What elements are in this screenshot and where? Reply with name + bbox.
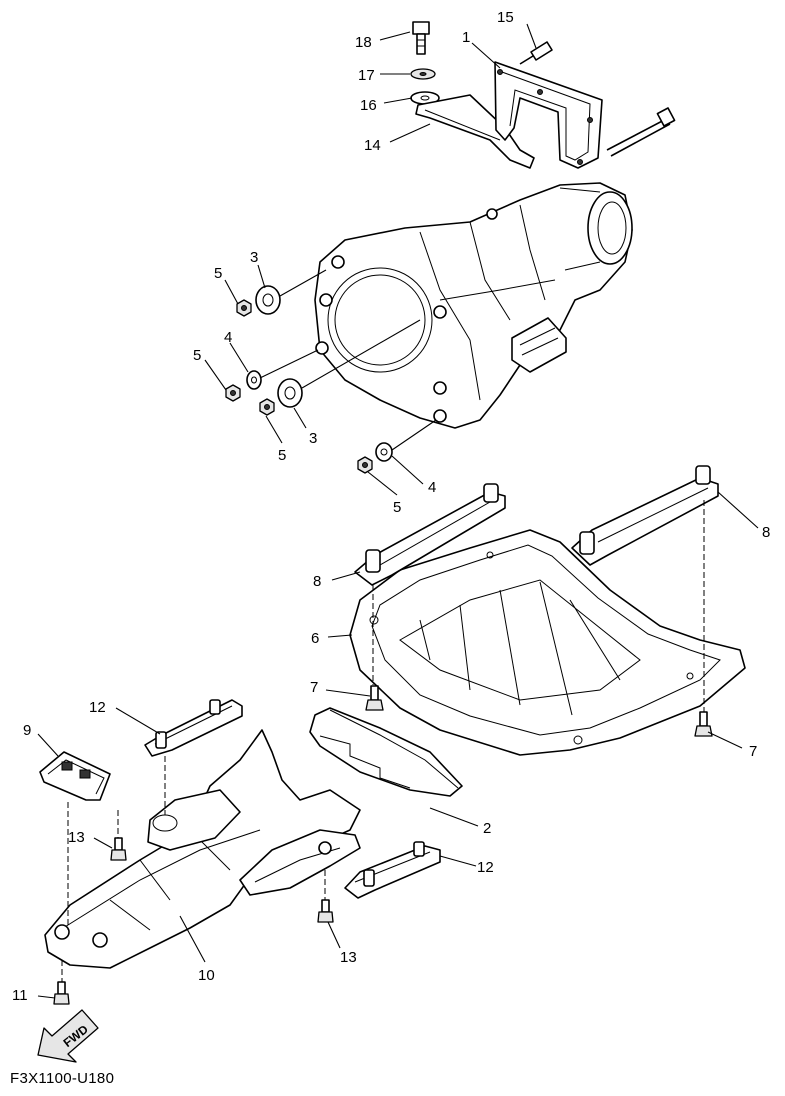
rail-8b	[571, 465, 719, 566]
figure-code: F3X1100-U180	[10, 1070, 115, 1087]
callout-15: 15	[497, 9, 514, 26]
bolt-18	[412, 21, 430, 55]
nut-5b	[225, 384, 241, 402]
callout-18: 18	[355, 34, 372, 51]
bracket-12b	[344, 841, 441, 899]
bolt-15	[519, 41, 553, 65]
callout-3b: 3	[309, 430, 317, 447]
ride-plate-6	[349, 529, 746, 756]
rail-8a	[354, 483, 506, 586]
callout-2: 2	[483, 820, 491, 837]
nut-5a	[236, 299, 252, 317]
callout-6: 6	[311, 630, 319, 647]
bolt-7b	[694, 711, 713, 737]
nut-5d	[357, 456, 373, 474]
callout-13b: 13	[340, 949, 357, 966]
washer-17	[410, 68, 436, 80]
callout-17: 17	[358, 67, 375, 84]
strap-14	[415, 94, 535, 169]
washer-4b	[375, 442, 393, 462]
fwd-arrow-icon: FWD	[37, 1009, 99, 1063]
callout-7a: 7	[310, 679, 318, 696]
bolt-11	[53, 981, 70, 1005]
callout-8a: 8	[313, 573, 321, 590]
nut-5c	[259, 398, 275, 416]
callout-10: 10	[198, 967, 215, 984]
bolt-13b	[317, 899, 334, 923]
rubber-mount-3b	[277, 378, 303, 408]
callout-12b: 12	[477, 859, 494, 876]
long-bolt	[606, 107, 676, 157]
callout-13a: 13	[68, 829, 85, 846]
callout-16: 16	[360, 97, 377, 114]
bracket-1	[494, 61, 603, 169]
callout-7b: 7	[749, 743, 757, 760]
bottom-guard-10	[44, 729, 361, 969]
callout-5b: 5	[193, 347, 201, 364]
callout-14: 14	[364, 137, 381, 154]
callout-5c: 5	[278, 447, 286, 464]
bracket-12a	[144, 699, 243, 757]
callout-12a: 12	[89, 699, 106, 716]
callout-8b: 8	[762, 524, 770, 541]
callout-1: 1	[462, 29, 470, 46]
bolt-7a	[365, 685, 384, 711]
callout-4b: 4	[428, 479, 436, 496]
callout-11: 11	[12, 987, 28, 1004]
callout-5a: 5	[214, 265, 222, 282]
rubber-mount-3a	[255, 285, 281, 315]
washer-4a	[246, 370, 262, 390]
bolt-13a	[110, 837, 127, 861]
callout-4a: 4	[224, 329, 232, 346]
guard-strip-2	[309, 707, 463, 797]
callout-9: 9	[23, 722, 31, 739]
pad-9	[39, 751, 111, 801]
callout-3a: 3	[250, 249, 258, 266]
callout-5d: 5	[393, 499, 401, 516]
jet-pump-housing	[314, 182, 633, 429]
